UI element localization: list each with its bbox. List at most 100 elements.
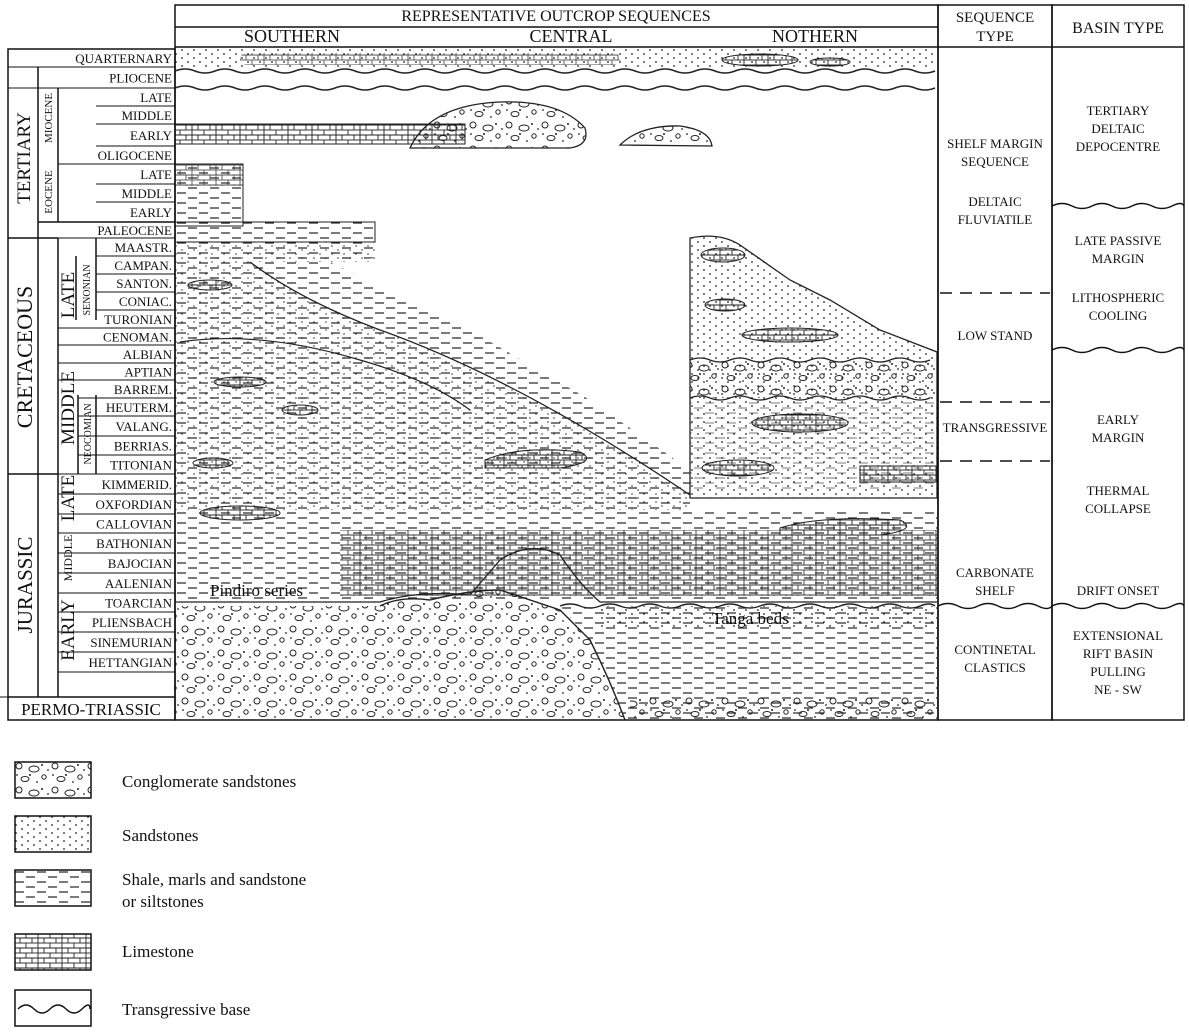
stage-label: LATE	[140, 90, 172, 105]
seq-continental-2: CLASTICS	[964, 660, 1025, 675]
stage-label: SANTON.	[116, 276, 172, 291]
seq-carbonate-1: CARBONATE	[956, 565, 1034, 580]
stage-label: MIDDLE	[121, 108, 172, 123]
seq-deltaic-1: DELTAIC	[968, 194, 1021, 209]
eocene-label: EOCENE	[43, 170, 55, 214]
basin-ext-3: PULLING	[1090, 664, 1146, 679]
sequence-type-header-1: SEQUENCE	[956, 10, 1034, 26]
basin-early-2: MARGIN	[1092, 430, 1145, 445]
northern-clastics	[560, 606, 937, 720]
strata-layers: Pindiro series Tanga beds	[174, 49, 938, 721]
basin-tertiary-2: DELTAIC	[1091, 121, 1144, 136]
sequence-type-column: SHELF MARGIN SEQUENCE DELTAIC FLUVIATILE…	[937, 136, 1053, 675]
tertiary-label: TERTIARY	[14, 112, 35, 204]
stage-label: VALANG.	[116, 419, 172, 434]
seq-low-stand: LOW STAND	[958, 328, 1033, 343]
stage-label: KIMMERID.	[102, 477, 172, 492]
legend-conglomerate-label: Conglomerate sandstones	[122, 772, 297, 791]
stage-label: EARLY	[130, 128, 173, 143]
early-jurassic-label: EARLY	[58, 599, 79, 661]
jurassic-label: JURASSIC	[13, 537, 37, 634]
stage-label: CENOMAN.	[103, 330, 172, 345]
stage-label: LATE	[140, 167, 172, 182]
neocomian-label: NEOCOMIAN	[83, 403, 94, 464]
cretaceous-label: CRETACEOUS	[12, 286, 37, 428]
late-jurassic-label: LATE	[58, 475, 79, 521]
seq-deltaic-2: FLUVIATILE	[958, 212, 1032, 227]
seq-shelf-margin-1: SHELF MARGIN	[947, 136, 1043, 151]
legend-shale: Shale, marls and sandstone or siltstones	[14, 869, 306, 913]
middle-jurassic-label: MIDDLE	[61, 535, 75, 582]
basin-type-header: BASIN TYPE	[1072, 20, 1164, 37]
southern-conglomerate	[175, 590, 625, 720]
stage-label: SINEMURIAN	[90, 635, 172, 650]
column-headers: REPRESENTATIVE OUTCROP SEQUENCES SOUTHER…	[244, 8, 1164, 46]
legend-transgressive-label: Transgressive base	[122, 1000, 251, 1019]
stage-label: PLIENSBACH	[92, 615, 172, 630]
stage-label: HEUTERM.	[106, 400, 172, 415]
basin-tertiary-3: DEPOCENTRE	[1076, 139, 1161, 154]
legend: Conglomerate sandstones Sandstones Shale…	[0, 755, 500, 1035]
basin-early-1: EARLY	[1097, 412, 1140, 427]
stage-label: EARLY	[130, 205, 173, 220]
stage-label: CAMPAN.	[114, 258, 172, 273]
stage-label: BAJOCIAN	[108, 556, 173, 571]
stage-label: ALBIAN	[123, 347, 173, 362]
seq-carbonate-2: SHELF	[975, 583, 1015, 598]
stage-label: TURONIAN	[104, 312, 172, 327]
legend-sandstones: Sandstones	[14, 815, 199, 853]
stage-label: BATHONIAN	[96, 536, 172, 551]
transgressive-base-swatch-icon	[14, 989, 92, 1027]
central-header: CENTRAL	[530, 26, 613, 46]
basin-litho-2: COOLING	[1089, 308, 1148, 323]
sandstone-swatch-icon	[14, 815, 92, 853]
seq-continental-1: CONTINETAL	[954, 642, 1035, 657]
basin-thermal-2: COLLAPSE	[1085, 501, 1151, 516]
basin-late-passive-2: MARGIN	[1092, 251, 1145, 266]
stage-label: PLIOCENE	[109, 71, 172, 86]
legend-limestone: Limestone	[14, 933, 194, 971]
basin-late-passive-1: LATE PASSIVE	[1075, 233, 1162, 248]
seq-shelf-margin-2: SEQUENCE	[961, 154, 1029, 169]
miocene-label: MIOCENE	[43, 93, 55, 143]
era-labels: TERTIARY MIOCENE EOCENE CRETACEOUS LATE …	[12, 93, 161, 719]
senonian-label: SENONIAN	[82, 264, 93, 315]
legend-sandstones-label: Sandstones	[122, 826, 199, 845]
legend-shale-line2: or siltstones	[122, 892, 204, 911]
stage-label: BERRIAS.	[114, 439, 172, 454]
legend-shale-line1: Shale, marls and sandstone	[122, 870, 307, 889]
stage-label: MAASTR.	[115, 240, 172, 255]
basin-type-column: TERTIARY DELTAIC DEPOCENTRE LATE PASSIVE…	[1051, 103, 1185, 697]
permo-triassic-label: PERMO-TRIASSIC	[21, 700, 161, 719]
stage-label: HETTANGIAN	[89, 655, 173, 670]
stage-label: AALENIAN	[105, 576, 173, 591]
seq-transgressive: TRANSGRESSIVE	[943, 420, 1048, 435]
late-cretaceous-label: LATE	[58, 272, 79, 318]
basin-litho-1: LITHOSPHERIC	[1072, 290, 1164, 305]
basin-ext-2: RIFT BASIN	[1083, 646, 1154, 661]
stage-label: CALLOVIAN	[96, 517, 172, 532]
conglomerate-swatch-icon	[14, 761, 92, 799]
legend-shale-label: Shale, marls and sandstone or siltstones	[122, 869, 306, 913]
outcrop-title: REPRESENTATIVE OUTCROP SEQUENCES	[401, 8, 710, 25]
sequence-type-header-2: TYPE	[976, 29, 1014, 45]
stage-label: BARREM.	[114, 382, 172, 397]
basin-drift: DRIFT ONSET	[1077, 583, 1160, 598]
stage-label: OXFORDIAN	[95, 497, 172, 512]
basin-ext-1: EXTENSIONAL	[1073, 628, 1163, 643]
legend-limestone-label: Limestone	[122, 942, 194, 961]
tanga-label: Tanga beds	[712, 609, 789, 628]
stage-label: QUARTERNARY	[75, 51, 172, 66]
basin-thermal-1: THERMAL	[1087, 483, 1150, 498]
stage-label: TITONIAN	[110, 458, 172, 473]
stage-label: CONIAC.	[119, 294, 172, 309]
basin-ext-4: NE - SW	[1094, 682, 1142, 697]
pindiro-label: Pindiro series	[210, 581, 303, 600]
northern-header: NOTHERN	[772, 26, 858, 46]
legend-conglomerate: Conglomerate sandstones	[14, 761, 296, 799]
stage-row-lines	[0, 66, 175, 698]
shale-swatch-icon	[14, 869, 92, 907]
limestone-swatch-icon	[14, 933, 92, 971]
stage-label: MIDDLE	[121, 186, 172, 201]
stage-label: PALEOCENE	[97, 223, 172, 238]
